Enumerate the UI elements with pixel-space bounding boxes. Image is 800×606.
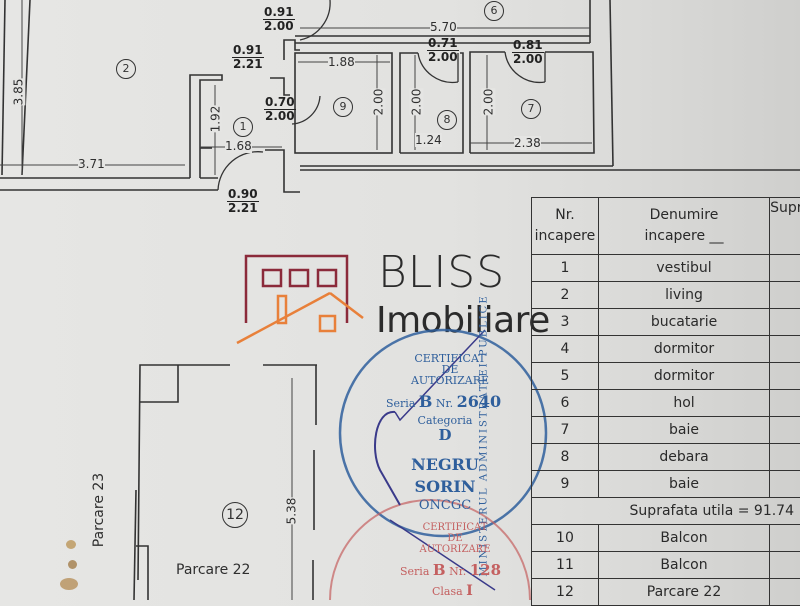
stain [66, 540, 76, 549]
room-number-12: 12 [222, 502, 248, 528]
total-area-row: Suprafata utila = 91.74 [532, 498, 800, 525]
stamp-blue-certificat: CERTIFICAT DE AUTORIZARE [400, 353, 500, 386]
dim-1-68: 1.68 [225, 139, 252, 153]
dim-1-92: 1.92 [208, 106, 222, 133]
dim-2-00-debara: 2.00 [409, 89, 423, 116]
dim-5-38: 5.38 [284, 498, 298, 525]
dim-5-70: 5.70 [430, 20, 457, 34]
room-number-8: 8 [437, 110, 457, 130]
stamp-red-certificat: CERTIFICAT DE AUTORIZARE [405, 522, 505, 555]
stain [60, 578, 78, 590]
stamp-blue-categoria-value: D [435, 426, 455, 444]
stamp-red-seria: Seria B Nr. 128 [400, 561, 501, 579]
total-area-label: Suprafata utila = 91.74 [532, 498, 800, 525]
stamp-blue-seria: Seria B Nr. 2640 [386, 392, 501, 411]
logo-bliss-text: BLISS [378, 247, 505, 298]
room-number-6: 6 [484, 1, 504, 21]
header-area: Supr [770, 198, 800, 255]
dim-2-00-bath7: 2.00 [481, 89, 495, 116]
dim-2-38: 2.38 [514, 136, 541, 150]
stamp-blue-org: ONCGC [405, 498, 485, 513]
stamp-blue-name1: NEGRU [400, 455, 490, 474]
stain [68, 560, 77, 569]
stamp-blue-name2: SORIN [400, 477, 490, 496]
parking-23-label: Parcare 23 [91, 473, 107, 547]
dim-2-00-bath9: 2.00 [371, 89, 385, 116]
stamp-red-clasa: Clasa I [432, 583, 473, 599]
header-nr: Nr.incapere [532, 198, 599, 255]
logo-imobiliare-text: Imobiliare [376, 300, 550, 341]
parking-22-label: Parcare 22 [176, 562, 250, 578]
dim-3-71: 3.71 [78, 157, 105, 171]
dim-1-88: 1.88 [328, 55, 355, 69]
room-number-1: 1 [233, 117, 253, 137]
dim-1-24: 1.24 [415, 133, 442, 147]
room-number-9: 9 [333, 97, 353, 117]
dim-3-85: 3.85 [11, 79, 25, 106]
room-number-2: 2 [116, 59, 136, 79]
room-number-7: 7 [521, 99, 541, 119]
